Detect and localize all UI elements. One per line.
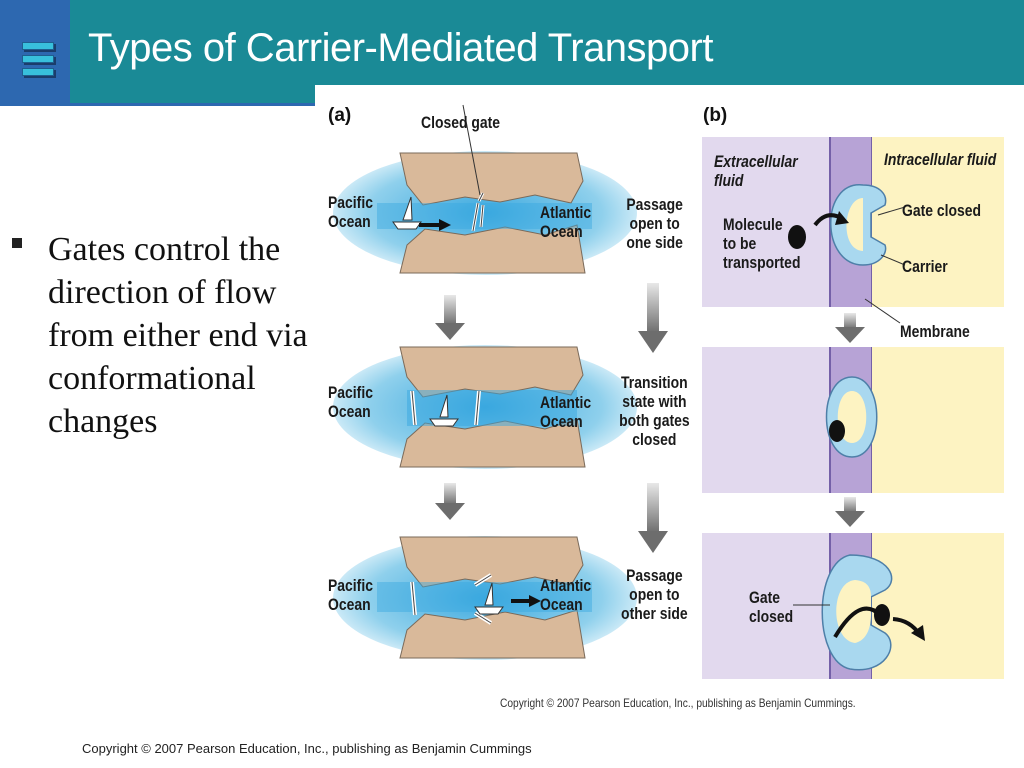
carrier-label: Carrier xyxy=(902,257,948,276)
extracellular-fluid-label: Extracellular fluid xyxy=(714,152,798,190)
step-1-label: Passage open to one side xyxy=(626,195,683,252)
canal-scene-2 xyxy=(333,345,637,469)
bullet-square-icon xyxy=(12,238,22,248)
slide-logo-icon xyxy=(22,42,54,90)
cell-panel-2 xyxy=(702,347,1004,493)
figure-part-b-label: (b) xyxy=(703,105,728,126)
pacific-ocean-label-2: Pacific Ocean xyxy=(328,383,373,421)
down-arrow-icon xyxy=(835,313,865,527)
figure-copyright: Copyright © 2007 Pearson Education, Inc.… xyxy=(500,696,856,710)
canal-scene-1 xyxy=(333,104,637,275)
step-3-label: Passage open to other side xyxy=(621,566,688,623)
canal-scene-3 xyxy=(333,536,637,660)
atlantic-ocean-label-3: Atlantic Ocean xyxy=(540,576,592,614)
transport-figure: (a) Closed gate Pacific Ocean Atlantic O… xyxy=(315,85,1024,725)
figure-part-a-label: (a) xyxy=(328,105,352,126)
atlantic-ocean-label-2: Atlantic Ocean xyxy=(540,393,592,431)
header-accent xyxy=(0,0,70,106)
figure-drawing xyxy=(333,104,1004,679)
molecule-label: Molecule to be transported xyxy=(723,215,801,272)
slide-footer: Copyright © 2007 Pearson Education, Inc.… xyxy=(82,741,532,756)
bullet-item: Gates control the direction of flow from… xyxy=(48,231,308,440)
atlantic-ocean-label-1: Atlantic Ocean xyxy=(540,203,592,241)
down-arrow-icon xyxy=(435,283,668,553)
pacific-ocean-label-3: Pacific Ocean xyxy=(328,576,373,614)
gate-closed-label: Gate closed xyxy=(902,201,982,220)
slide-title: Types of Carrier-Mediated Transport xyxy=(88,26,713,70)
membrane-label: Membrane xyxy=(900,322,970,341)
slide-header: Types of Carrier-Mediated Transport xyxy=(0,0,1024,106)
closed-gate-label: Closed gate xyxy=(421,113,501,132)
cell-panel-3 xyxy=(702,533,1004,679)
pacific-ocean-label-1: Pacific Ocean xyxy=(328,193,373,231)
step-2-label: Transition state with both gates closed xyxy=(619,373,690,449)
gate-closed-label-2: Gate closed xyxy=(749,588,794,626)
intracellular-fluid-label: Intracellular fluid xyxy=(884,150,997,169)
cell-panel-1 xyxy=(702,137,1004,324)
